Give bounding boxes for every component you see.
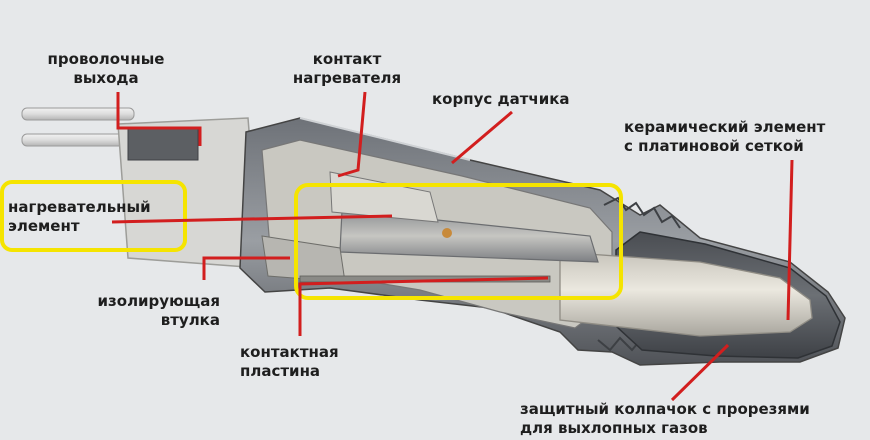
label-protective-cap: защитный колпачок с прорезями для выхлоп… bbox=[520, 400, 810, 438]
highlight-heating-label bbox=[0, 180, 187, 252]
label-line: элемент bbox=[8, 217, 80, 235]
label-heater-contact: контакт нагревателя bbox=[282, 50, 412, 88]
heating-element bbox=[339, 209, 599, 263]
pointer-ceramic-element bbox=[786, 159, 794, 321]
label-sensor-body: корпус датчика bbox=[432, 90, 570, 109]
label-line: контактная bbox=[240, 343, 339, 361]
label-line: для выхлопных газов bbox=[520, 419, 708, 437]
pointer-heater-contact bbox=[337, 91, 367, 178]
label-contact-plate: контактная пластина bbox=[240, 343, 339, 381]
label-line: корпус датчика bbox=[432, 90, 570, 108]
label-line: с платиновой сеткой bbox=[624, 137, 804, 155]
label-wire-outputs: проволочные выхода bbox=[32, 50, 180, 88]
label-line: нагревательный bbox=[8, 198, 151, 216]
pointer-heating-element bbox=[111, 214, 393, 224]
pointer-contact-plate bbox=[298, 276, 549, 336]
label-ceramic-element: керамический элемент с платиновой сеткой bbox=[624, 118, 825, 156]
shell-seam bbox=[299, 117, 471, 161]
heater-spot bbox=[442, 228, 452, 238]
label-line: изолирующая bbox=[97, 292, 220, 310]
label-heating-element: нагревательный элемент bbox=[8, 198, 151, 236]
label-insulating-sleeve: изолирующая втулка bbox=[60, 292, 220, 330]
pointer-lines bbox=[111, 91, 794, 402]
rear-clamp bbox=[127, 127, 199, 161]
label-line: керамический элемент bbox=[624, 118, 826, 136]
label-line: выхода bbox=[73, 69, 139, 87]
pointer-protective-cap bbox=[670, 343, 730, 402]
label-line: нагревателя bbox=[292, 69, 402, 87]
label-line: защитный колпачок с прорезями bbox=[520, 400, 810, 418]
pointer-insulating-sleeve bbox=[202, 256, 290, 280]
label-line: пластина bbox=[240, 362, 321, 380]
label-line: втулка bbox=[160, 311, 220, 329]
pointer-sensor-body bbox=[451, 110, 513, 165]
pointer-wire-outputs bbox=[116, 92, 202, 146]
label-line: контакт bbox=[312, 50, 382, 68]
label-line: проволочные bbox=[47, 50, 165, 68]
highlight-sensor-core bbox=[294, 183, 623, 300]
